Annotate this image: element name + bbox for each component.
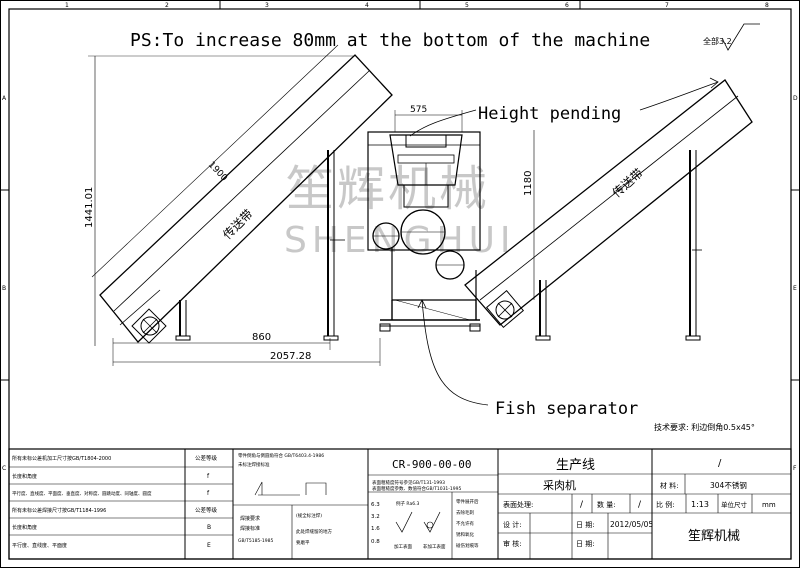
conveyor-label: 传送带 — [220, 206, 256, 242]
process-note: 零件展开后 — [456, 498, 479, 505]
date-label: 日 期: — [576, 521, 595, 529]
zone-letter: B — [2, 285, 6, 292]
dim-860: 860 — [252, 332, 271, 343]
dim-height: 1441.01 — [84, 55, 355, 346]
tol-row-text: 长度和角度 — [12, 524, 37, 531]
material-top: / — [718, 458, 722, 469]
roughness-text: 例子 Ra6.3 — [396, 500, 420, 507]
zone-letter: D — [793, 95, 798, 102]
weld-note: 零件倒角与倒圆角符合 GB/T6403.4-1986 — [238, 452, 324, 459]
watermark-en: SHENGHUI — [284, 220, 516, 261]
height-pending-label: Height pending — [478, 104, 621, 124]
surface-label: 表面处理: — [503, 500, 533, 509]
zone-letter: C — [2, 465, 6, 472]
material-label: 材 料: — [660, 481, 679, 490]
drawing-number: CR-900-00-00 — [392, 458, 471, 471]
tol-header: 公差等级 — [195, 454, 218, 462]
review-label: 审 核: — [503, 539, 522, 548]
zone-number: 2 — [165, 2, 169, 9]
process-note: 锈和氧化 — [456, 531, 474, 538]
roughness-value: 0.8 — [371, 539, 380, 545]
tol-row-text: 所有未标公差焊接尺寸按GB/T1184-1996 — [12, 507, 106, 514]
ps-note: PS:To increase 80mm at the bottom of the… — [130, 30, 650, 51]
weld-note: 此处焊缝留的地方 — [296, 528, 332, 535]
roughness-text: 非加工表面 — [423, 543, 446, 550]
qty-label: 数 量: — [597, 500, 616, 509]
roughness-value: 1.6 — [371, 526, 380, 532]
dim-1180: 1180 — [523, 171, 534, 196]
zone-number: 5 — [465, 2, 469, 9]
design-label: 设 计: — [503, 520, 522, 529]
roughness-note: 表面粗糙度符号参见GB/T131-1993 — [372, 479, 445, 486]
weld-note: 要磨平 — [296, 539, 310, 546]
zone-number: 6 — [565, 2, 569, 9]
roughness-symbol: 全部3.2 — [703, 23, 760, 51]
frame-zone-numbers: 1 2 3 4 5 6 7 8 A B C D E F — [2, 2, 798, 472]
tol-grade: f — [207, 490, 210, 497]
dim-separator-height: 1180 — [523, 130, 535, 300]
tol-grade: B — [207, 524, 211, 531]
tol-grade: 公差等级 — [195, 506, 218, 514]
weld-note: 未标注焊接标准 — [238, 461, 270, 468]
material-value: 304不锈钢 — [710, 480, 747, 490]
dim-1441: 1441.01 — [84, 187, 95, 228]
date2-label: 日 期: — [576, 540, 595, 548]
part-name: 采肉机 — [543, 478, 576, 492]
title-block: 所有未标公差机加工尺寸按GB/T1804-2000 公差等级 长度和角度 f 平… — [8, 448, 792, 560]
date-value: 2012/05/05 — [610, 520, 653, 529]
tol-row-text: 平行度、直线度、平面度 — [12, 542, 67, 549]
conveyor-label: 传送带 — [609, 165, 646, 200]
weld-note: 焊接标准 — [240, 525, 260, 532]
surface-value: / — [580, 500, 584, 510]
scale-value: 1:13 — [691, 500, 709, 509]
company-name: 笙辉机械 — [688, 528, 740, 544]
unit-label: 单位尺寸 — [721, 500, 748, 509]
process-note: 碰伤划痕等 — [456, 542, 479, 549]
zone-number: 7 — [665, 2, 669, 9]
roughness-label: 全部3.2 — [703, 36, 732, 46]
unit-value: mm — [762, 501, 776, 509]
fish-separator-label: Fish separator — [495, 399, 638, 419]
zone-number: 3 — [265, 2, 269, 9]
zone-number: 1 — [65, 2, 69, 9]
roughness-text: 加工表面 — [394, 543, 412, 550]
qty-value: / — [638, 500, 642, 510]
zone-number: 8 — [765, 2, 769, 9]
roughness-value: 6.3 — [371, 502, 380, 508]
tol-grade: f — [207, 473, 210, 480]
tech-requirement: 技术要求: 利边倒角0.5x45° — [654, 422, 755, 432]
roughness-value: 3.2 — [371, 514, 380, 520]
weld-note: 焊接要求 — [240, 515, 260, 522]
dim-widths: 860 2057.28 — [112, 332, 381, 366]
roughness-note: 表面粗糙度参数、数值符合GB/T1031-1995 — [372, 485, 462, 492]
zone-number: 4 — [365, 2, 369, 9]
leader-lines — [409, 77, 719, 406]
process-note: 不允许有 — [456, 520, 474, 527]
tol-row-text: 所有未标公差机加工尺寸按GB/T1804-2000 — [12, 455, 111, 462]
zone-letter: A — [2, 95, 7, 102]
dim-1900: 1900 — [206, 160, 229, 184]
watermark-cn: 笙辉机械 — [286, 161, 490, 217]
fish-separator-machine — [367, 131, 481, 332]
project-name: 生产线 — [556, 458, 595, 473]
tol-row-text: 长度和角度 — [12, 473, 37, 480]
weld-note: (规全标注焊) — [296, 512, 322, 519]
zone-letter: F — [793, 465, 797, 472]
tol-grade: E — [207, 542, 211, 549]
process-note: 去除毛刺 — [456, 509, 474, 516]
scale-label: 比 例: — [656, 500, 675, 509]
dim-hopper-width: 575 — [394, 105, 463, 132]
dim-575: 575 — [410, 105, 427, 115]
zone-letter: E — [793, 285, 797, 292]
dim-2057: 2057.28 — [270, 351, 311, 362]
weld-note: GB/T5185-1985 — [238, 538, 274, 544]
tol-row-text: 平行度、直线度、平面度、垂直度、对称度、圆跳动度、同轴度、圆度 — [12, 490, 152, 497]
